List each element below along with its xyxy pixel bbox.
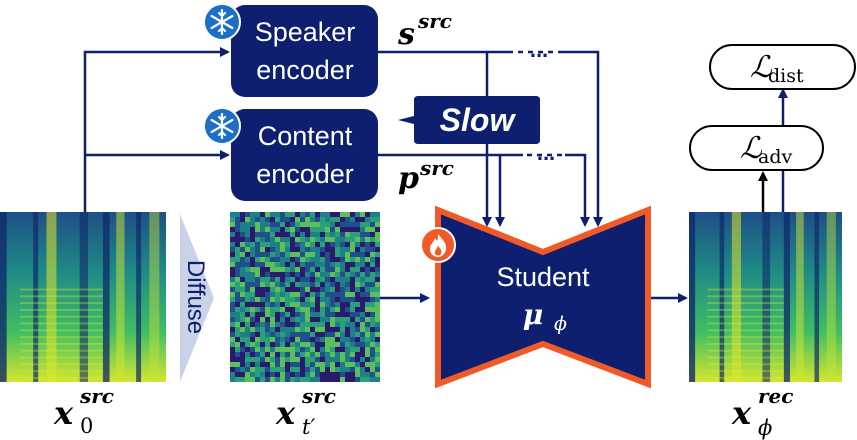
speaker-embedding-sup: src — [417, 9, 452, 33]
content-embedding-label: p src — [398, 156, 454, 196]
caption-xrec-base: x — [731, 394, 752, 432]
edge-x0-to-speaker — [83, 47, 230, 212]
ellipsis-speaker: ... — [530, 37, 548, 62]
snowflake-icon — [203, 3, 241, 41]
caption-xt-sup: src — [301, 384, 336, 408]
content-encoder: Content encoder — [231, 109, 378, 201]
speaker-embedding-label: s src — [397, 9, 452, 52]
caption-xt: x src t′ — [275, 384, 336, 439]
loss-dist-box: ℒ dist — [709, 44, 856, 90]
loss-dist-sub: dist — [768, 65, 804, 87]
edge-speaker-to-dec — [560, 50, 603, 227]
slow-badge: Slow — [398, 96, 540, 144]
source-spectrogram — [0, 212, 166, 382]
content-embedding-sup: src — [419, 156, 454, 180]
reconstructed-spectrogram — [689, 212, 842, 382]
student-network: Student μ ϕ — [435, 205, 651, 389]
speaker-embedding-base: s — [397, 17, 415, 52]
edge-content-to-dec — [565, 153, 590, 227]
speaker-encoder-label-1: Speaker — [255, 17, 356, 47]
caption-xt-base: x — [275, 394, 296, 432]
caption-x0-sub: 0 — [80, 414, 93, 438]
slow-label: Slow — [440, 102, 517, 138]
ellipsis-content: ... — [537, 140, 555, 165]
diffuse-label: Diffuse — [182, 260, 209, 334]
loss-adv-sub: adv — [758, 146, 792, 168]
content-embedding-base: p — [398, 161, 419, 196]
caption-xrec-sup: rec — [758, 384, 793, 408]
loss-adv-symbol: ℒ — [740, 131, 763, 166]
caption-x0: x src 0 — [53, 384, 114, 438]
student-label: Student — [496, 262, 590, 292]
noisy-spectrogram — [230, 212, 380, 382]
caption-x0-sup: src — [79, 384, 114, 408]
student-symbol: μ — [523, 298, 544, 331]
content-encoder-label-1: Content — [258, 121, 353, 151]
caption-xrec-sub: ϕ — [758, 416, 772, 440]
speaker-encoder: Speaker encoder — [231, 5, 378, 97]
speaker-encoder-label-2: encoder — [256, 55, 354, 85]
diffuse-arrow: Diffuse — [180, 214, 214, 382]
caption-xt-sub: t′ — [302, 415, 315, 439]
loss-dist-symbol: ℒ — [750, 50, 773, 85]
caption-x0-base: x — [53, 394, 74, 432]
content-encoder-label-2: encoder — [256, 159, 354, 189]
caption-xrec: x rec ϕ — [731, 384, 793, 440]
student-symbol-sub: ϕ — [554, 313, 567, 335]
flame-icon — [420, 227, 456, 263]
loss-adv-box: ℒ adv — [689, 125, 824, 171]
snowflake-icon — [203, 107, 241, 145]
